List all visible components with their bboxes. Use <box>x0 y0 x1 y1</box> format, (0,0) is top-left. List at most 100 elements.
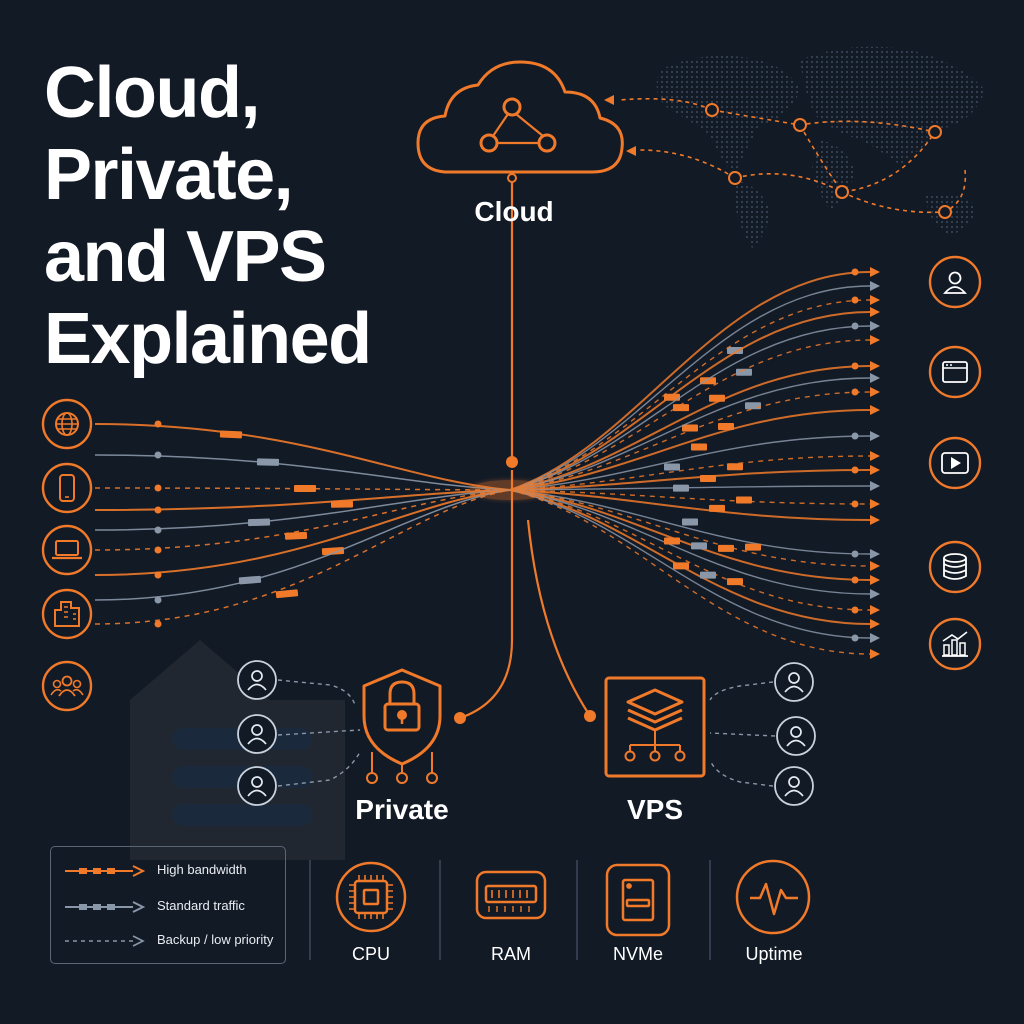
data-packet <box>691 542 707 550</box>
data-packet <box>673 484 689 492</box>
flow-end-dot <box>851 550 859 558</box>
private-user-links <box>277 679 361 787</box>
flow-arrowhead <box>870 335 880 345</box>
flow-arrowhead <box>870 649 880 659</box>
flow-end-dot <box>851 296 859 304</box>
browser-window-icon <box>928 345 982 399</box>
flow-arrowhead <box>870 589 880 599</box>
data-packet <box>718 544 734 552</box>
destination-flow-line <box>509 455 871 491</box>
uptime-label: Uptime <box>745 944 803 964</box>
analytics-chart-icon <box>928 617 982 671</box>
flow-end-dot <box>851 634 859 642</box>
data-packet <box>700 377 716 385</box>
flow-arrowhead <box>870 361 880 371</box>
flow-end-dot <box>851 606 859 614</box>
flow-arrowhead <box>870 295 880 305</box>
laptop-icon <box>41 524 93 576</box>
user-icon <box>774 662 814 702</box>
title-line-4: Explained <box>44 299 372 379</box>
map-nodes <box>705 103 952 219</box>
flow-arrowhead <box>870 321 880 331</box>
hub-connectors <box>459 180 591 720</box>
source-flow-line <box>94 489 511 576</box>
page-title: Cloud, Private, and VPS Explained <box>44 52 444 380</box>
flow-arrowhead <box>870 605 880 615</box>
data-packet <box>664 537 680 545</box>
flow-start-dot <box>154 451 162 459</box>
destination-flow-line <box>509 285 871 491</box>
data-packet <box>238 575 262 585</box>
office-building-icon <box>41 588 93 640</box>
data-packet <box>745 543 761 551</box>
data-packet <box>718 422 734 430</box>
legend-row-high: High bandwidth <box>63 859 283 883</box>
flow-arrowhead <box>870 481 880 491</box>
flow-end-dot <box>851 322 859 330</box>
destination-flow-line <box>509 391 871 491</box>
vps-label: VPS <box>626 794 684 825</box>
flow-start-dot <box>154 596 162 604</box>
destination-flow-line <box>509 489 871 555</box>
user-group-icon <box>41 660 93 712</box>
globe-icon <box>41 398 93 450</box>
resource-dividers <box>309 860 711 960</box>
flow-arrowhead <box>870 619 880 629</box>
data-packet <box>700 475 716 483</box>
flow-arrowhead <box>870 499 880 509</box>
flow-start-dot <box>154 506 162 514</box>
user-icon <box>237 766 277 806</box>
user-icon <box>928 255 982 309</box>
data-packet <box>727 347 743 355</box>
destination-flow-line <box>509 271 871 491</box>
legend-row-backup: Backup / low priority <box>63 929 283 953</box>
data-packet <box>284 531 308 540</box>
data-packet <box>736 496 752 504</box>
flow-end-dot <box>851 268 859 276</box>
data-packet <box>709 394 725 402</box>
legend-high-swatch <box>65 865 146 877</box>
flow-arrowhead <box>870 575 880 585</box>
user-icon <box>237 660 277 700</box>
flow-end-dot <box>851 388 859 396</box>
flow-start-dot <box>154 620 162 628</box>
vps-nodes <box>624 750 686 762</box>
flow-arrowhead <box>870 431 880 441</box>
ram-label: RAM <box>491 944 531 964</box>
title-line-2: Private, <box>44 135 294 215</box>
private-label: Private <box>355 794 449 825</box>
database-icon <box>928 540 982 594</box>
data-packet <box>691 443 707 451</box>
data-packet <box>673 404 689 412</box>
flow-arrowhead <box>870 267 880 277</box>
data-packet <box>745 402 761 410</box>
hub-dots <box>454 456 596 724</box>
video-play-icon <box>928 436 982 490</box>
destination-flow-line <box>509 489 871 521</box>
flow-end-dot <box>851 466 859 474</box>
nvme-label: NVMe <box>612 944 664 964</box>
destination-flow-line <box>509 311 871 491</box>
flow-arrowhead <box>870 465 880 475</box>
legend-backup-swatch <box>65 935 145 947</box>
flow-arrowhead <box>870 281 880 291</box>
flow-arrowhead <box>870 307 880 317</box>
flow-end-dot <box>851 500 859 508</box>
smartphone-icon <box>41 462 93 514</box>
data-packet <box>709 504 725 512</box>
flow-arrowhead <box>870 387 880 397</box>
cpu-chip-icon <box>335 861 407 933</box>
data-packet <box>673 562 689 570</box>
source-flow-line <box>94 423 511 491</box>
data-packet <box>682 518 698 526</box>
user-icon <box>776 716 816 756</box>
data-packet <box>275 589 299 599</box>
source-flow-line <box>94 489 511 601</box>
data-packet <box>247 518 271 527</box>
flow-arrowhead <box>870 405 880 415</box>
flow-start-dot <box>154 571 162 579</box>
data-packet <box>293 484 317 493</box>
data-packet <box>664 463 680 471</box>
cloud-label: Cloud <box>474 196 554 227</box>
